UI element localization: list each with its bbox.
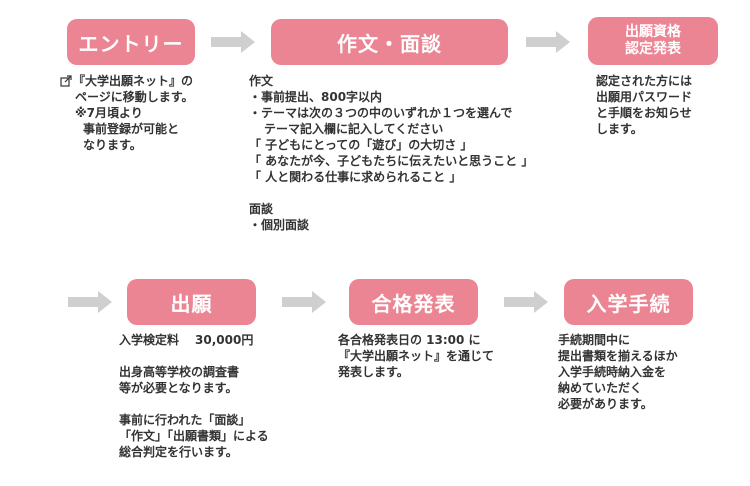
entry-description: 『大学出願ネット』の ページに移動します。 ※7月頃より 事前登録が可能と なり… [60, 73, 194, 153]
arrow-right-icon [504, 291, 548, 313]
step-entry-label: エントリー [78, 31, 184, 56]
essay-theme: 「 あなたが今、子どもたちに伝えたいと思うこと 」 [249, 154, 534, 168]
step-qualification: 出願資格 認定発表 [588, 17, 718, 65]
fee-label: 入学検定料 [119, 333, 180, 347]
step-application-label: 出願 [170, 291, 213, 316]
essay-interview-description: 作文 ・事前提出、800字以内 ・テーマは次の３つの中のいずれか１つを選んで テ… [249, 74, 534, 232]
step-result: 合格発表 [349, 279, 478, 325]
essay-heading: 作文 [249, 74, 274, 88]
arrow-right-icon [211, 31, 255, 53]
step-essay-interview-label: 作文・面談 [337, 31, 442, 56]
step-qualification-line2: 認定発表 [625, 41, 681, 57]
qualification-description: 認定された方には 出願用パスワード と手順をお知らせ します。 [596, 74, 693, 136]
arrow-right-icon [282, 291, 326, 313]
step-enrollment-label: 入学手続 [586, 291, 671, 316]
fee-value: 30,000円 [195, 333, 254, 347]
step-enrollment: 入学手続 [564, 279, 693, 325]
enrollment-description: 手続期間中に 提出書類を揃えるほか 入学手続時納入金を 納めていただく 必要があ… [558, 333, 678, 411]
external-link-icon [60, 75, 72, 87]
essay-theme: 「 人と関わる仕事に求められること 」 [249, 170, 462, 184]
step-qualification-line1: 出願資格 [625, 24, 681, 40]
daigaku-shutsugan-net-link[interactable]: 『大学出願ネット』 [73, 74, 182, 88]
arrow-right-icon [68, 291, 112, 313]
arrow-right-icon [526, 31, 570, 53]
interview-heading: 面談 [249, 202, 274, 216]
step-result-label: 合格発表 [371, 291, 456, 316]
essay-theme: 「 子どもにとっての「遊び」の大切さ 」 [249, 138, 473, 152]
step-entry: エントリー [67, 19, 195, 65]
step-application: 出願 [127, 279, 256, 325]
step-essay-interview: 作文・面談 [271, 19, 508, 65]
result-description: 各合格発表日の 13:00 に 『大学出願ネット』を通じて 発表します。 [338, 333, 495, 379]
